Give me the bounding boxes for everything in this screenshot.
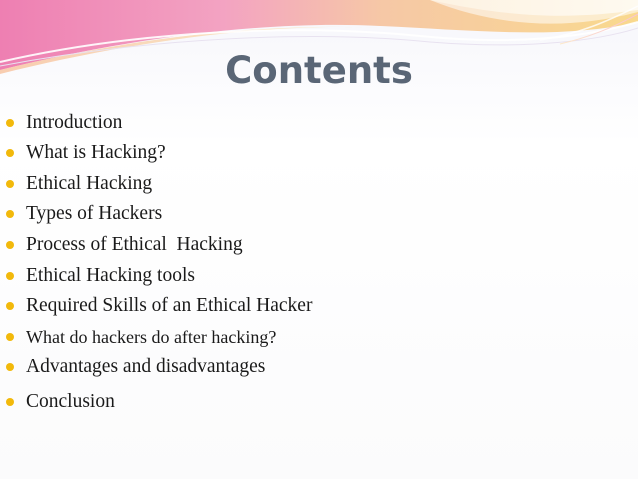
list-item-label: Ethical Hacking	[26, 173, 153, 194]
list-item: Ethical Hacking	[0, 169, 620, 199]
bullet-icon	[6, 180, 14, 188]
list-item-label: Advantages and disadvantages	[26, 356, 266, 377]
list-item-label: Types of Hackers	[26, 203, 163, 224]
bullet-icon	[6, 272, 14, 280]
list-item-label: Ethical Hacking tools	[26, 265, 195, 286]
bullet-icon	[6, 363, 14, 371]
list-item-label: What is Hacking?	[26, 142, 166, 163]
list-item-label: Process of Ethical Hacking	[26, 234, 243, 255]
list-item-label: Introduction	[26, 112, 123, 133]
list-item: Ethical Hacking tools	[0, 261, 620, 291]
list-item: Introduction	[0, 108, 620, 138]
list-item-label: Required Skills of an Ethical Hacker	[26, 295, 313, 316]
list-item: What is Hacking?	[0, 138, 620, 168]
bullet-icon	[6, 333, 14, 341]
bullet-icon	[6, 241, 14, 249]
list-item: Conclusion	[0, 387, 620, 417]
bullet-icon	[6, 398, 14, 406]
bullet-icon	[6, 210, 14, 218]
list-item-label: What do hackers do after hacking?	[26, 327, 277, 347]
list-item: Process of Ethical Hacking	[0, 230, 620, 260]
bullet-icon	[6, 119, 14, 127]
list-item: Required Skills of an Ethical Hacker	[0, 291, 620, 321]
list-item: Advantages and disadvantages	[0, 352, 620, 382]
decorative-wave-banner	[0, 0, 638, 74]
list-item-label: Conclusion	[26, 391, 115, 412]
slide-title: Contents	[225, 49, 413, 92]
bullet-icon	[6, 302, 14, 310]
bullet-icon	[6, 149, 14, 157]
list-item: Types of Hackers	[0, 199, 620, 229]
list-item: What do hackers do after hacking?	[0, 322, 620, 352]
